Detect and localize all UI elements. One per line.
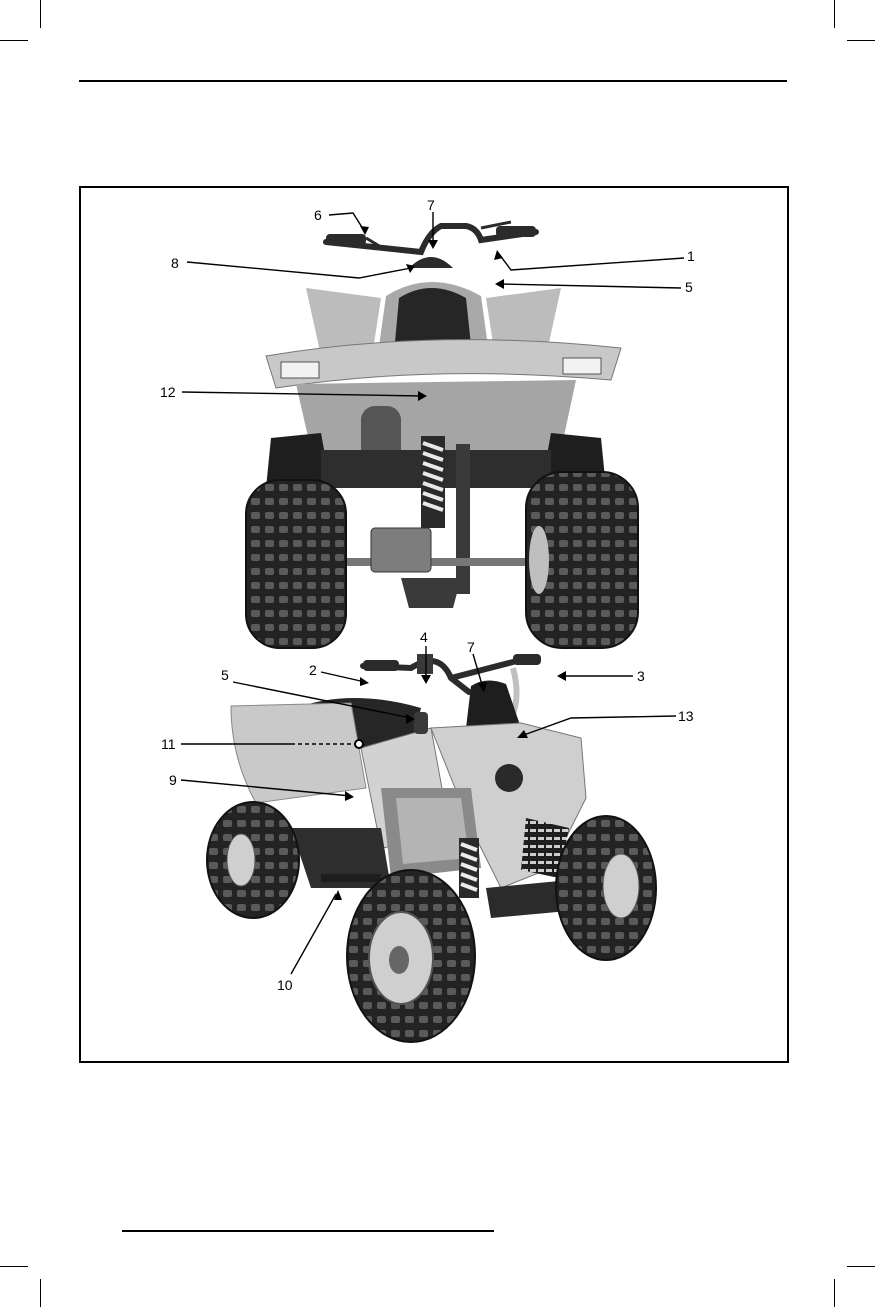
- callout-11-dot: [355, 740, 363, 748]
- crop-mark-bottom-right-v: [834, 1279, 835, 1307]
- callout-label: 13: [678, 708, 694, 724]
- callout-label: 5: [221, 667, 229, 683]
- callout-label: 1: [687, 248, 695, 264]
- callout-label: 3: [637, 668, 645, 684]
- leader-2: [321, 672, 365, 682]
- footer-rule: [122, 1230, 494, 1232]
- callout-label: 8: [171, 255, 179, 271]
- crop-mark-top-left-v: [40, 0, 41, 28]
- leader-10: [291, 894, 336, 974]
- crop-mark-bottom-left-h: [0, 1266, 28, 1267]
- callout-label: 9: [169, 772, 177, 788]
- callout-label: 7: [427, 197, 435, 213]
- figure-illustration: 6 7 8 1 5 12 4 7 2 3 5 13 11 9 10: [81, 188, 787, 1061]
- callout-label: 7: [467, 639, 475, 655]
- header-rule: [79, 80, 787, 82]
- leader-8: [187, 262, 411, 278]
- figure-frame: 6 7 8 1 5 12 4 7 2 3 5 13 11 9 10: [79, 186, 789, 1063]
- callout-label: 5: [685, 279, 693, 295]
- leader-5-top: [499, 284, 681, 288]
- crop-mark-bottom-right-h: [847, 1266, 875, 1267]
- crop-mark-top-right-v: [834, 0, 835, 28]
- crop-mark-bottom-left-v: [40, 1279, 41, 1307]
- crop-mark-top-right-h: [847, 40, 875, 41]
- atv-front-view-photo: [207, 654, 656, 1042]
- callout-label: 12: [160, 384, 176, 400]
- leader-1: [499, 254, 684, 270]
- callout-label: 2: [309, 662, 317, 678]
- callout-label: 4: [420, 629, 428, 645]
- callout-label: 6: [314, 207, 322, 223]
- crop-mark-top-left-h: [0, 40, 28, 41]
- leader-6: [329, 213, 365, 232]
- callout-label: 10: [277, 977, 293, 993]
- callout-label: 11: [161, 736, 176, 752]
